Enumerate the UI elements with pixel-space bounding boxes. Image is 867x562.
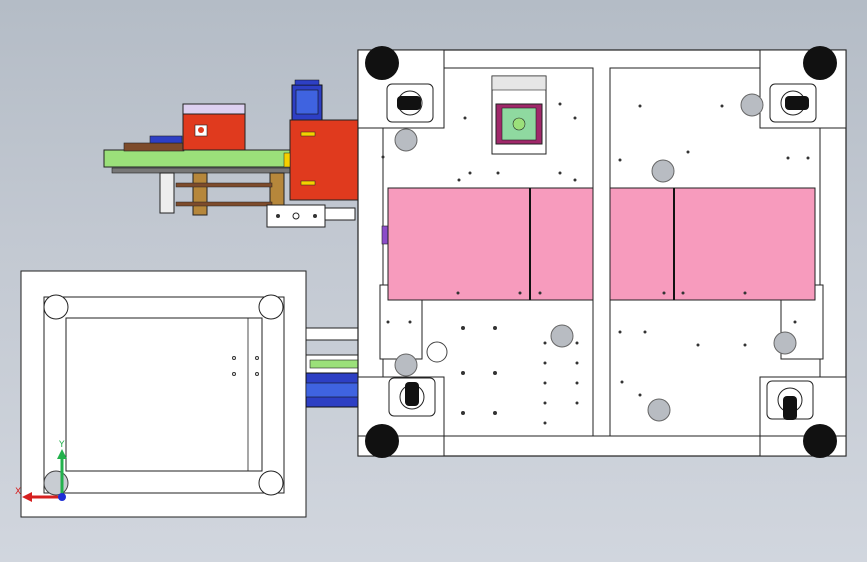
pink-panel-right[interactable] [609, 187, 816, 301]
leveling-feet[interactable] [365, 46, 837, 458]
connector-beam[interactable] [305, 327, 359, 408]
red-housing[interactable] [283, 79, 359, 201]
left-frame-assembly[interactable] [20, 270, 307, 518]
axis-y-label: Y [59, 440, 65, 450]
casters[interactable] [386, 83, 817, 420]
axis-x-label: X [15, 487, 22, 497]
screw-holes [381, 102, 810, 425]
pink-panel-left[interactable] [387, 187, 594, 301]
mounting-holes [43, 93, 797, 496]
stepper-motor[interactable] [491, 75, 547, 155]
